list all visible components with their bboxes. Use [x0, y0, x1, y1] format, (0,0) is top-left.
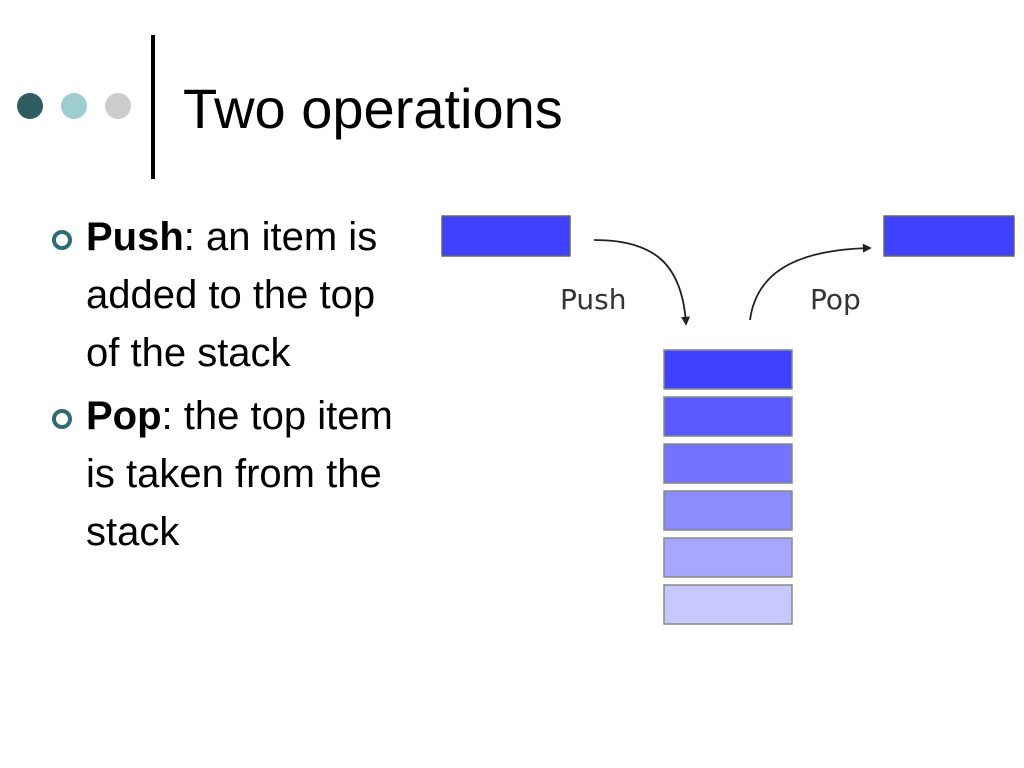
pop-label: Pop [810, 283, 861, 316]
bullet-push-term: Push [86, 215, 184, 259]
stack-block [663, 490, 793, 531]
bullet-pop-text: : the top item is taken from the stack [86, 394, 393, 554]
popped-item-block [883, 215, 1015, 257]
pushed-item-block [441, 215, 571, 257]
title-rule [151, 35, 155, 179]
decor-dot-teal [61, 93, 87, 119]
stack-block [663, 443, 793, 484]
decor-dot-dark [17, 93, 43, 119]
push-label: Push [560, 283, 626, 316]
bullet-push: Push: an item is added to the top of the… [48, 208, 418, 382]
stack-block [663, 396, 793, 437]
pop-arrow-icon [749, 243, 872, 321]
stack-block [663, 584, 793, 625]
bullet-pop-term: Pop [86, 394, 162, 438]
bullet-pop: Pop: the top item is taken from the stac… [48, 387, 418, 561]
push-arrow-icon [593, 239, 691, 326]
bullet-marker-icon [52, 409, 72, 429]
bullet-push-text: : an item is added to the top of the sta… [86, 215, 378, 375]
decor-dot-gray [105, 93, 131, 119]
stack-block [663, 349, 793, 390]
bullet-marker-icon [52, 230, 72, 250]
slide-title: Two operations [183, 77, 563, 140]
bullet-list: Push: an item is added to the top of the… [48, 208, 418, 566]
stack-block [663, 537, 793, 578]
stack-diagram: Push Pop [441, 215, 1015, 625]
